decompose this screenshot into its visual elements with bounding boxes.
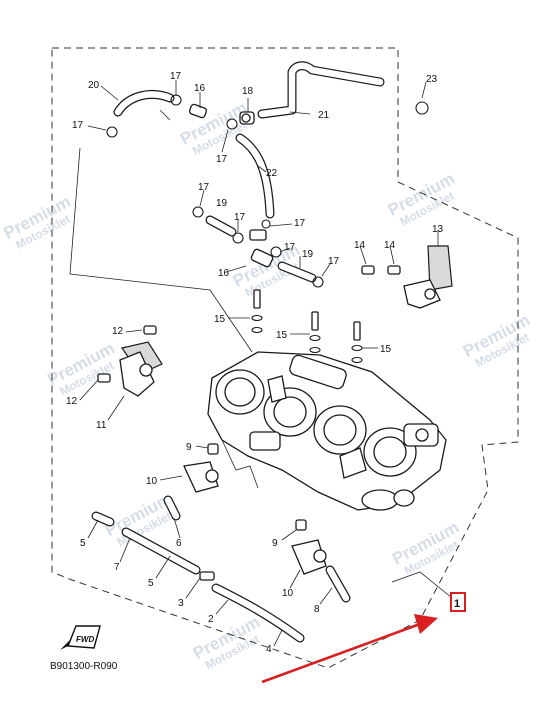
red-arrow-icon	[261, 614, 438, 684]
fwd-arrow-icon: FWD	[60, 625, 101, 650]
label-5-b: 5	[148, 578, 154, 589]
label-17-b: 17	[72, 120, 84, 131]
sensor-10-left	[183, 461, 219, 493]
part-labels: 23 21 20 17 16 18 17 17 22 17 19 17 17 1…	[66, 71, 444, 655]
label-7: 7	[114, 562, 120, 573]
label-6: 6	[176, 538, 182, 549]
label-4: 4	[266, 644, 272, 655]
hose-clamps	[106, 94, 429, 288]
highlight-label: 1	[454, 598, 460, 610]
label-11: 11	[96, 420, 107, 431]
label-9-a: 9	[186, 442, 192, 453]
diagram-code: B901300-R090	[50, 661, 118, 672]
sensor-13	[403, 245, 453, 309]
label-19-a: 19	[216, 198, 228, 209]
label-16-a: 16	[194, 83, 206, 94]
sensor-11	[119, 341, 163, 397]
label-3: 3	[178, 598, 184, 609]
label-13: 13	[432, 224, 444, 235]
label-17-a: 17	[170, 71, 182, 82]
label-17-h: 17	[328, 256, 340, 267]
label-14-b: 14	[384, 240, 396, 251]
label-15-a: 15	[214, 314, 226, 325]
label-2: 2	[208, 614, 214, 625]
label-22: 22	[266, 168, 278, 179]
assembly-boundary	[51, 47, 519, 669]
label-20: 20	[88, 80, 100, 91]
label-17-d: 17	[198, 182, 210, 193]
label-9-b: 9	[272, 538, 278, 549]
label-18: 18	[242, 86, 254, 97]
label-19-b: 19	[302, 249, 314, 260]
sensor-10-right	[291, 539, 327, 575]
svg-text:FWD: FWD	[76, 635, 94, 644]
label-21: 21	[318, 110, 330, 121]
leader-lines	[69, 80, 453, 647]
label-17-e: 17	[234, 212, 246, 223]
label-12-b: 12	[66, 396, 78, 407]
label-12-a: 12	[112, 326, 124, 337]
highlight-part-1: 1	[450, 592, 466, 612]
label-17-g: 17	[284, 242, 296, 253]
label-14-a: 14	[354, 240, 366, 251]
label-17-c: 17	[216, 154, 228, 165]
label-23: 23	[426, 74, 438, 85]
label-15-c: 15	[380, 344, 392, 355]
fittings	[188, 103, 274, 581]
label-16-b: 16	[218, 268, 230, 279]
label-8: 8	[314, 604, 320, 615]
label-17-f: 17	[294, 218, 306, 229]
label-15-b: 15	[276, 330, 288, 341]
label-10-a: 10	[146, 476, 158, 487]
throttle-body	[207, 351, 447, 511]
label-10-b: 10	[282, 588, 294, 599]
o-rings-15	[251, 314, 363, 364]
label-5-a: 5	[80, 538, 86, 549]
bolts	[97, 265, 401, 531]
